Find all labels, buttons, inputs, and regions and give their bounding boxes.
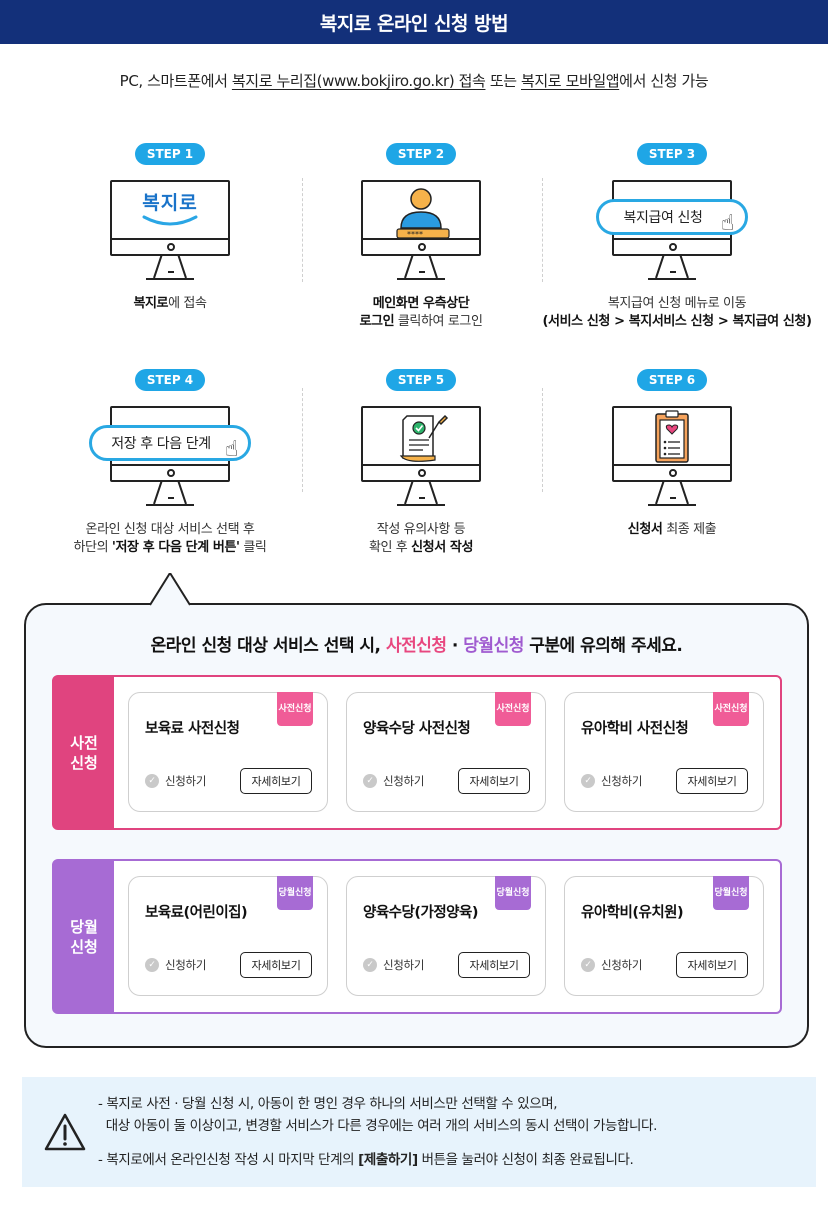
service-notice-panel: 온라인 신청 대상 서비스 선택 시, 사전신청 · 당월신청 구분에 유의해 … <box>24 603 809 1048</box>
monitor-icon <box>361 406 481 508</box>
step-3: STEP 3 복지급여 신청 ☝ 복지급여 신청 메뉴로 이동 (서비스 신청 … <box>542 143 812 329</box>
pointing-hand-icon: ☝ <box>721 211 735 236</box>
check-circle-icon: ✓ <box>581 958 595 972</box>
bokjiro-site-link[interactable]: 복지로 누리집(www.bokjiro.go.kr) 접속 <box>231 72 486 90</box>
step-badge: STEP 4 <box>134 369 206 391</box>
detail-button[interactable]: 자세히보기 <box>676 768 748 794</box>
step-1: STEP 1 복지로 복지로에 접속 <box>45 143 295 311</box>
detail-button[interactable]: 자세히보기 <box>676 952 748 978</box>
page-header: 복지로 온라인 신청 방법 <box>0 0 828 44</box>
detail-button[interactable]: 자세히보기 <box>458 952 530 978</box>
intro-text: PC, 스마트폰에서 복지로 누리집(www.bokjiro.go.kr) 접속… <box>119 72 709 90</box>
footer-notice: - 복지로 사전 · 당월 신청 시, 아동이 한 명인 경우 하나의 서비스만… <box>22 1077 816 1187</box>
step-badge: STEP 6 <box>636 369 708 391</box>
check-circle-icon: ✓ <box>363 958 377 972</box>
apply-link[interactable]: ✓신청하기 <box>145 773 206 789</box>
step-badge: STEP 2 <box>385 143 457 165</box>
monitor-icon <box>612 406 732 508</box>
service-name: 양육수당(가정양육) <box>363 905 478 921</box>
check-circle-icon: ✓ <box>145 958 159 972</box>
panel-title: 온라인 신청 대상 서비스 선택 시, 사전신청 · 당월신청 구분에 유의해 … <box>150 636 683 656</box>
step-badge: STEP 5 <box>385 369 457 391</box>
apply-benefit-button[interactable]: 복지급여 신청 <box>596 199 748 235</box>
step-divider <box>542 178 543 282</box>
step-divider <box>302 388 303 492</box>
bokjiro-logo: 복지로 <box>112 188 228 227</box>
detail-button[interactable]: 자세히보기 <box>458 768 530 794</box>
apply-link[interactable]: ✓신청하기 <box>581 957 642 973</box>
step-6: STEP 6 신청서 최종 제출 <box>547 369 797 537</box>
service-name: 유아학비(유치원) <box>581 905 684 921</box>
check-circle-icon: ✓ <box>581 774 595 788</box>
step-5: STEP 5 작성 유의사항 등 확인 후 신청서 작성 <box>296 369 546 555</box>
apply-link[interactable]: ✓신청하기 <box>145 957 206 973</box>
page-title: 복지로 온라인 신청 방법 <box>319 12 509 35</box>
document-check-icon <box>399 414 449 462</box>
service-name: 유아학비 사전신청 <box>581 721 689 737</box>
service-name: 보육료(어린이집) <box>145 905 248 921</box>
monitor-icon: 복지로 <box>110 180 230 282</box>
step-4: STEP 4 저장 후 다음 단계 ☝ 온라인 신청 대상 서비스 선택 후 하… <box>45 369 295 555</box>
service-name: 양육수당 사전신청 <box>363 721 471 737</box>
apply-link[interactable]: ✓신청하기 <box>581 773 642 789</box>
step-divider <box>542 388 543 492</box>
step-2: STEP 2 **** 메인화면 우측상단 로그인 클릭하여 로그인 <box>296 143 546 329</box>
check-circle-icon: ✓ <box>145 774 159 788</box>
detail-button[interactable]: 자세히보기 <box>240 768 312 794</box>
apply-link[interactable]: ✓신청하기 <box>363 773 424 789</box>
user-login-icon: **** <box>396 188 450 239</box>
detail-button[interactable]: 자세히보기 <box>240 952 312 978</box>
warning-icon <box>44 1113 86 1151</box>
save-next-button[interactable]: 저장 후 다음 단계 <box>89 425 251 461</box>
step-badge: STEP 3 <box>636 143 708 165</box>
check-circle-icon: ✓ <box>363 774 377 788</box>
bokjiro-app-link[interactable]: 복지로 모바일앱 <box>521 72 620 90</box>
bubble-pointer <box>150 573 190 607</box>
clipboard-heart-icon <box>655 410 689 463</box>
monitor-icon: **** <box>361 180 481 282</box>
apply-link[interactable]: ✓신청하기 <box>363 957 424 973</box>
pointing-hand-icon: ☝ <box>225 437 239 462</box>
service-name: 보육료 사전신청 <box>145 721 240 737</box>
step-badge: STEP 1 <box>134 143 206 165</box>
svg-text:****: **** <box>407 230 423 239</box>
step-divider <box>302 178 303 282</box>
